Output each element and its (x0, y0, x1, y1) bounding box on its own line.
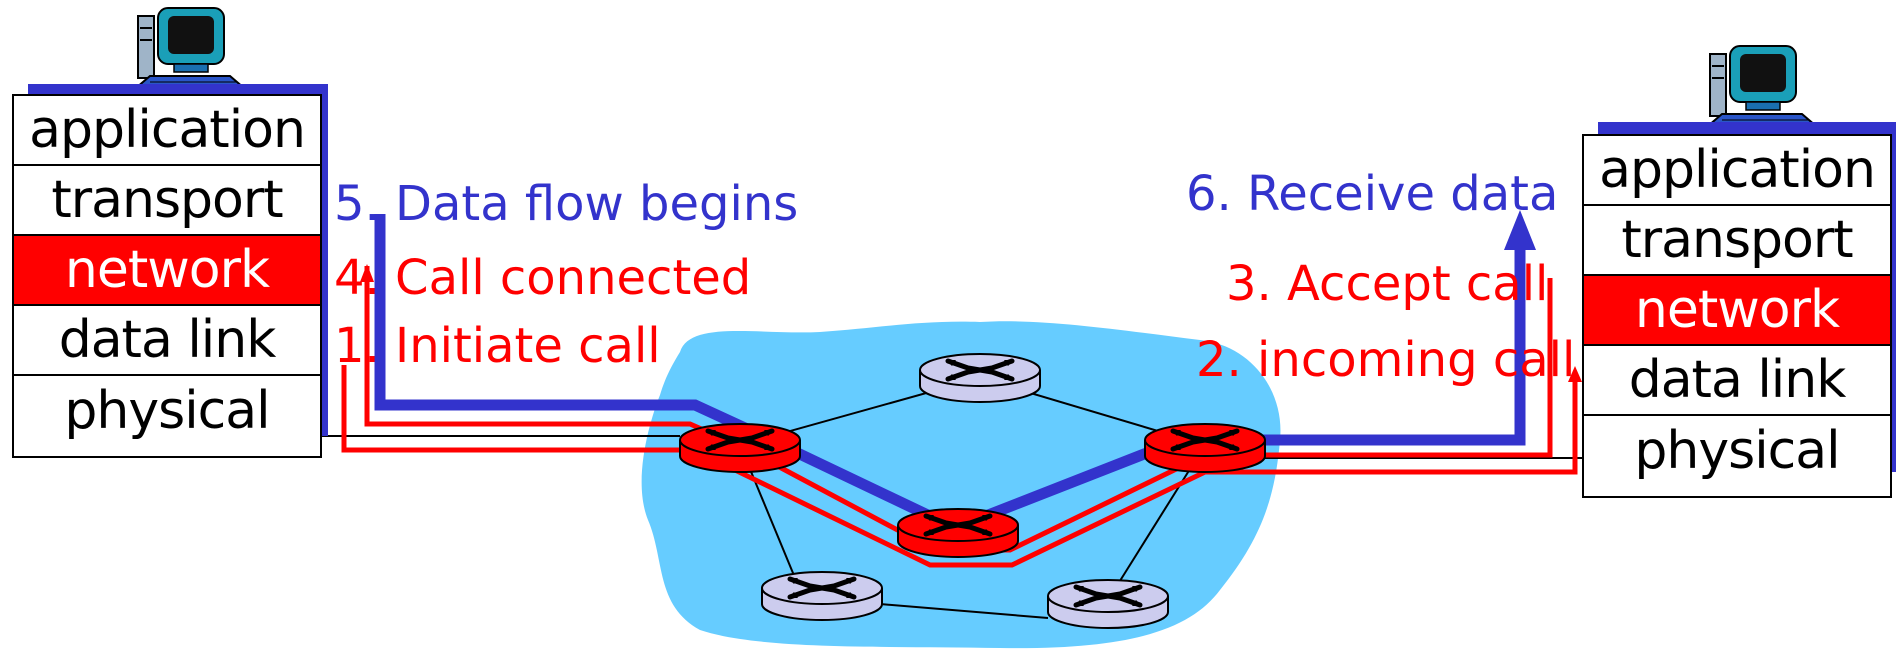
layer-physical: physical (64, 381, 270, 441)
layer-data-link: data link (14, 306, 320, 376)
layer-application: application (1584, 136, 1890, 206)
step-6-label: 6. Receive data (1186, 166, 1559, 222)
router-bottom-right (1048, 580, 1168, 628)
right-protocol-stack: application transport network data link … (1582, 134, 1892, 498)
physical-wires (322, 435, 1585, 459)
layer-network: network (14, 236, 320, 306)
router-active-left (680, 424, 800, 472)
step-4-label: 4. Call connected (334, 250, 752, 306)
layer-transport: transport (14, 166, 320, 236)
step-3-label: 3. Accept call (1226, 256, 1549, 312)
signaling-arrowheads (360, 264, 1582, 382)
layer-transport: transport (1584, 206, 1890, 276)
layer-data-link: data link (1584, 346, 1890, 416)
router-active-middle (898, 509, 1018, 557)
step-2-label: 2. incoming call (1196, 332, 1576, 388)
layer-application: application (14, 96, 320, 166)
left-protocol-stack: application transport network data link … (12, 94, 322, 458)
computer-icon (135, 7, 245, 89)
router-bottom-left (762, 572, 882, 620)
network-cloud (641, 321, 1281, 649)
step-1-label: 1. Initiate call (334, 318, 661, 374)
layer-network: network (1584, 276, 1890, 346)
step-5-label: 5. Data flow begins (334, 176, 799, 232)
data-flow-path (374, 214, 1526, 534)
router-active-right (1145, 424, 1265, 472)
layer-physical: physical (1634, 421, 1840, 481)
computer-icon (1707, 45, 1817, 127)
data-flow-arrowhead (1504, 210, 1536, 250)
router-top (920, 354, 1040, 402)
